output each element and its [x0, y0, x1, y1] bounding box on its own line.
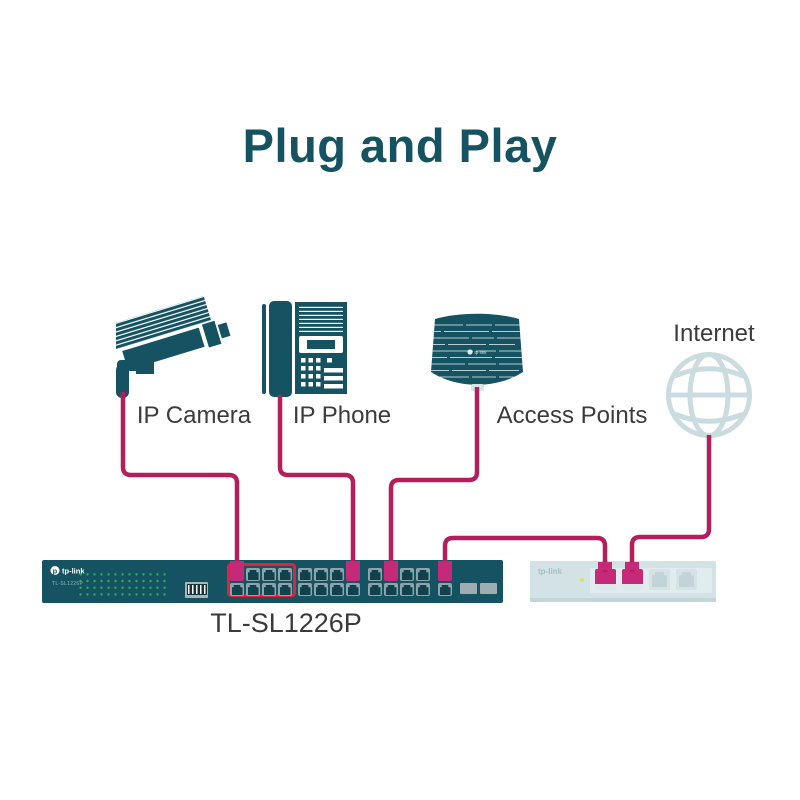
- tp-link-mini-logo: [467, 349, 473, 355]
- switch-port: [262, 583, 276, 596]
- switch-port: [278, 583, 292, 596]
- switch-port: [384, 583, 398, 596]
- switch-port: [314, 583, 328, 596]
- router-port-connected: [595, 569, 616, 590]
- poe-switch: p tp-link TL-SL1226P: [42, 560, 503, 603]
- tp-link-logo: p tp-link: [50, 566, 85, 575]
- switch-port: [368, 568, 382, 581]
- switch-port: [346, 583, 360, 596]
- switch-port: [416, 583, 430, 596]
- switch-port: [262, 568, 276, 581]
- cctv-camera-icon: [116, 296, 231, 398]
- switch-caption: TL-SL1226P: [210, 608, 362, 638]
- sfp-slot: [460, 583, 477, 594]
- label-ip-phone: IP Phone: [292, 402, 392, 429]
- svg-text:tp-link: tp-link: [475, 350, 488, 355]
- switch-port-connected: [384, 568, 398, 581]
- router-port-connected: [622, 569, 643, 590]
- switch-model-text: TL-SL1226P: [52, 581, 84, 587]
- switch-port: [230, 583, 244, 596]
- cable-internet: [629, 435, 712, 572]
- svg-text:p: p: [53, 566, 58, 575]
- router-led: [580, 578, 584, 582]
- poe-port-group-highlight: [227, 563, 296, 597]
- switch-port: [330, 583, 344, 596]
- sfp-slot: [480, 583, 497, 594]
- router-brand-text: tp-link: [538, 567, 562, 576]
- led-matrix: [76, 570, 168, 597]
- label-internet: Internet: [673, 320, 755, 347]
- switch-port: [278, 568, 292, 581]
- switch-port: [400, 583, 414, 596]
- dip-module: [185, 582, 208, 598]
- switch-port: [368, 583, 382, 596]
- uplink-router: tp-link: [530, 561, 716, 602]
- switch-port: [298, 583, 312, 596]
- switch-port: [314, 568, 328, 581]
- cable-access-point: [388, 387, 480, 568]
- label-ip-camera: IP Camera: [136, 402, 252, 429]
- switch-port: [330, 568, 344, 581]
- access-point-icon: tp-link: [431, 313, 523, 391]
- globe-icon: [666, 352, 752, 438]
- router-port: [676, 569, 697, 590]
- svg-text:tp-link: tp-link: [62, 566, 85, 575]
- switch-port: [400, 568, 414, 581]
- switch-port-connected: [438, 568, 452, 581]
- switch-port: [416, 568, 430, 581]
- switch-port: [438, 583, 452, 596]
- switch-port: [246, 583, 260, 596]
- router-port: [649, 569, 670, 590]
- switch-port-connected: [346, 568, 360, 581]
- switch-port: [246, 568, 260, 581]
- switch-port-connected: [230, 568, 244, 581]
- ip-phone-icon: [262, 301, 347, 397]
- page-title: Plug and Play: [242, 119, 558, 172]
- switch-port: [298, 568, 312, 581]
- label-access-points: Access Points: [496, 402, 648, 429]
